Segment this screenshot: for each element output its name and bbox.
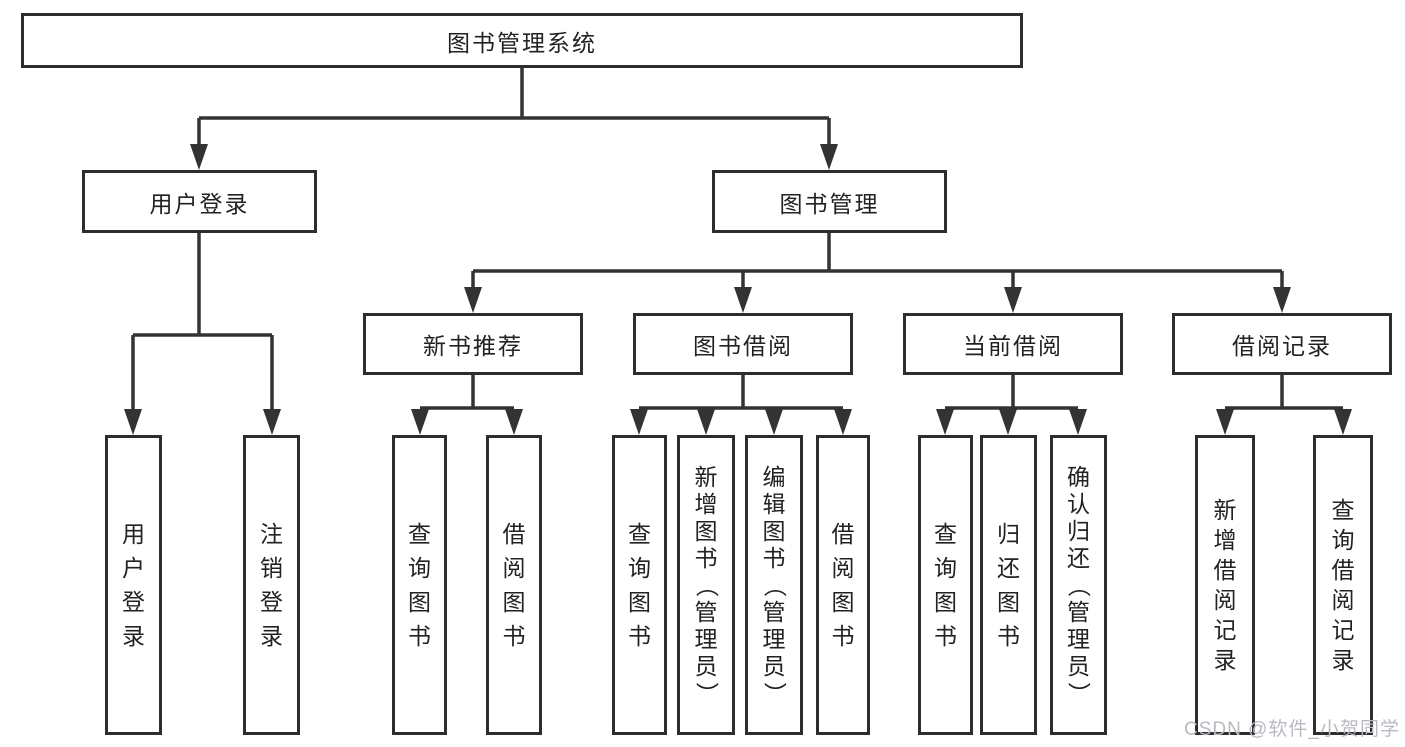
node-root: 图书管理系统 bbox=[21, 13, 1023, 68]
leaf-query-books-borrow: 查询图书 bbox=[612, 435, 667, 735]
leaf-query-books-current: 查询图书 bbox=[918, 435, 973, 735]
leaf-borrow-books: 借阅图书 bbox=[816, 435, 870, 735]
node-book-management: 图书管理 bbox=[712, 170, 947, 233]
node-book-borrow: 图书借阅 bbox=[633, 313, 853, 375]
node-user-login: 用户登录 bbox=[82, 170, 317, 233]
leaf-add-borrow-record: 新增借阅记录 bbox=[1195, 435, 1255, 735]
leaf-user-login: 用户登录 bbox=[105, 435, 162, 735]
leaf-add-book-admin: 新增图书（管理员） bbox=[677, 435, 735, 735]
node-borrow-records: 借阅记录 bbox=[1172, 313, 1392, 375]
leaf-edit-book-admin: 编辑图书（管理员） bbox=[745, 435, 803, 735]
leaf-borrow-books-recommend: 借阅图书 bbox=[486, 435, 542, 735]
node-current-borrow: 当前借阅 bbox=[903, 313, 1123, 375]
node-new-book-recommend: 新书推荐 bbox=[363, 313, 583, 375]
leaf-return-book: 归还图书 bbox=[980, 435, 1037, 735]
leaf-query-borrow-record: 查询借阅记录 bbox=[1313, 435, 1373, 735]
leaf-query-books-recommend: 查询图书 bbox=[392, 435, 447, 735]
leaf-confirm-return-admin: 确认归还（管理员） bbox=[1050, 435, 1107, 735]
leaf-logout: 注销登录 bbox=[243, 435, 300, 735]
csdn-watermark: CSDN @软件_小贺同学 bbox=[1184, 719, 1400, 740]
